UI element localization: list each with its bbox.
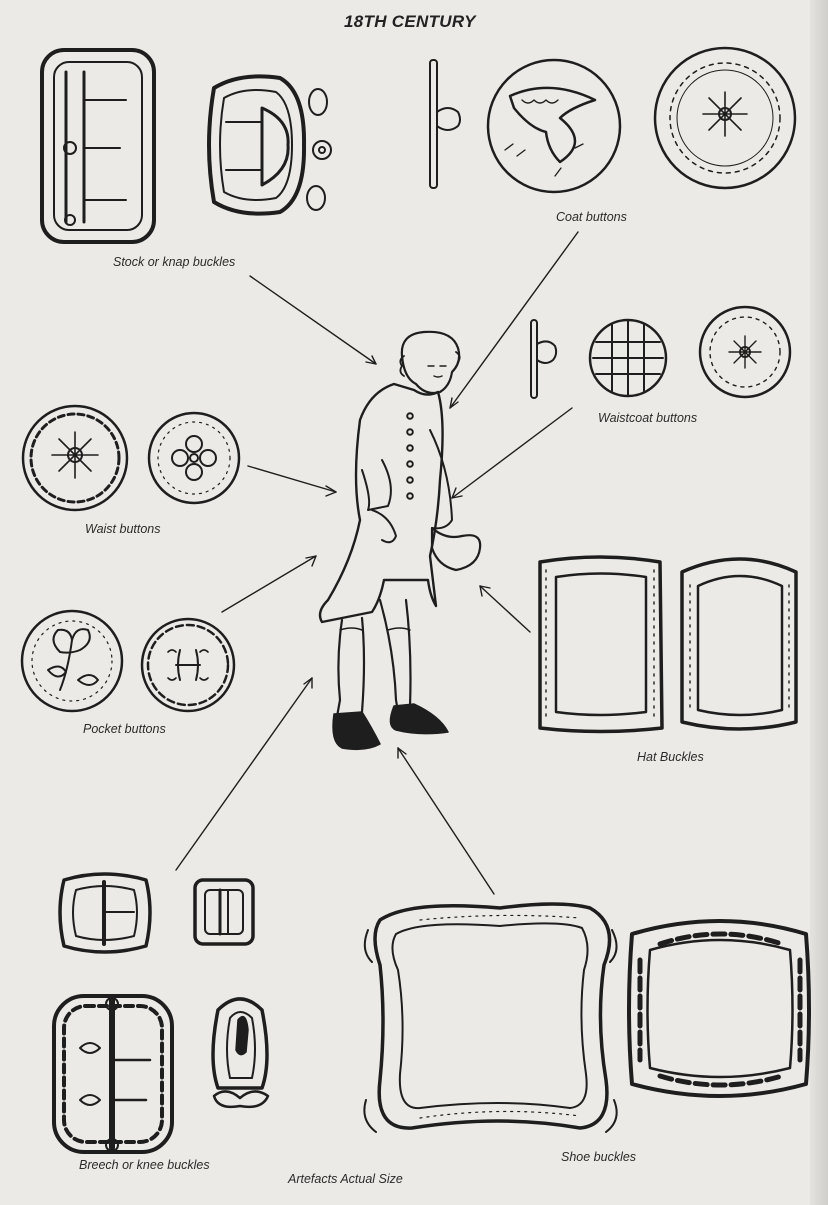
label-waistcoat-buttons: Waistcoat buttons — [598, 411, 698, 425]
breech-buckle-4-icon — [211, 997, 270, 1109]
label-waist-buttons: Waist buttons — [85, 522, 161, 536]
shoe-buckle-1-icon — [363, 902, 618, 1133]
waist-button-1-icon — [21, 404, 129, 512]
label-stock-buckles: Stock or knap buckles — [113, 255, 236, 269]
label-artefacts-actual-size: Artefacts Actual Size — [288, 1172, 403, 1186]
stock-buckle-1-icon — [40, 48, 156, 244]
hat-buckle-1-icon — [538, 555, 664, 734]
label-coat-buttons: Coat buttons — [556, 210, 627, 224]
label-breech-buckles: Breech or knee buckles — [79, 1158, 210, 1172]
gentleman-figure-icon — [318, 330, 482, 751]
label-shoe-buckles: Shoe buckles — [561, 1150, 637, 1164]
shoe-buckle-2-icon — [627, 919, 811, 1098]
breech-buckle-3-icon — [52, 994, 174, 1154]
page-edge — [810, 0, 828, 1205]
page-title: 18TH CENTURY — [344, 12, 476, 31]
label-hat-buckles: Hat Buckles — [637, 750, 704, 764]
waistcoat-button-3-icon — [698, 305, 792, 399]
waistcoat-button-side-icon — [530, 319, 558, 399]
breech-buckle-2-icon — [193, 878, 255, 946]
waist-button-2-icon — [147, 411, 241, 505]
coat-button-3-icon — [653, 46, 797, 190]
hat-buckle-2-icon — [680, 557, 798, 731]
waistcoat-button-2-icon — [588, 318, 668, 398]
coat-button-2-icon — [486, 58, 622, 194]
pocket-button-1-icon — [20, 609, 124, 713]
coat-button-side-icon — [429, 59, 461, 189]
pointer-arrows — [175, 231, 579, 895]
pocket-button-2-icon — [140, 617, 236, 713]
stock-buckle-2-icon — [207, 74, 332, 216]
label-pocket-buttons: Pocket buttons — [83, 722, 166, 736]
breech-buckle-1-icon — [58, 872, 152, 954]
